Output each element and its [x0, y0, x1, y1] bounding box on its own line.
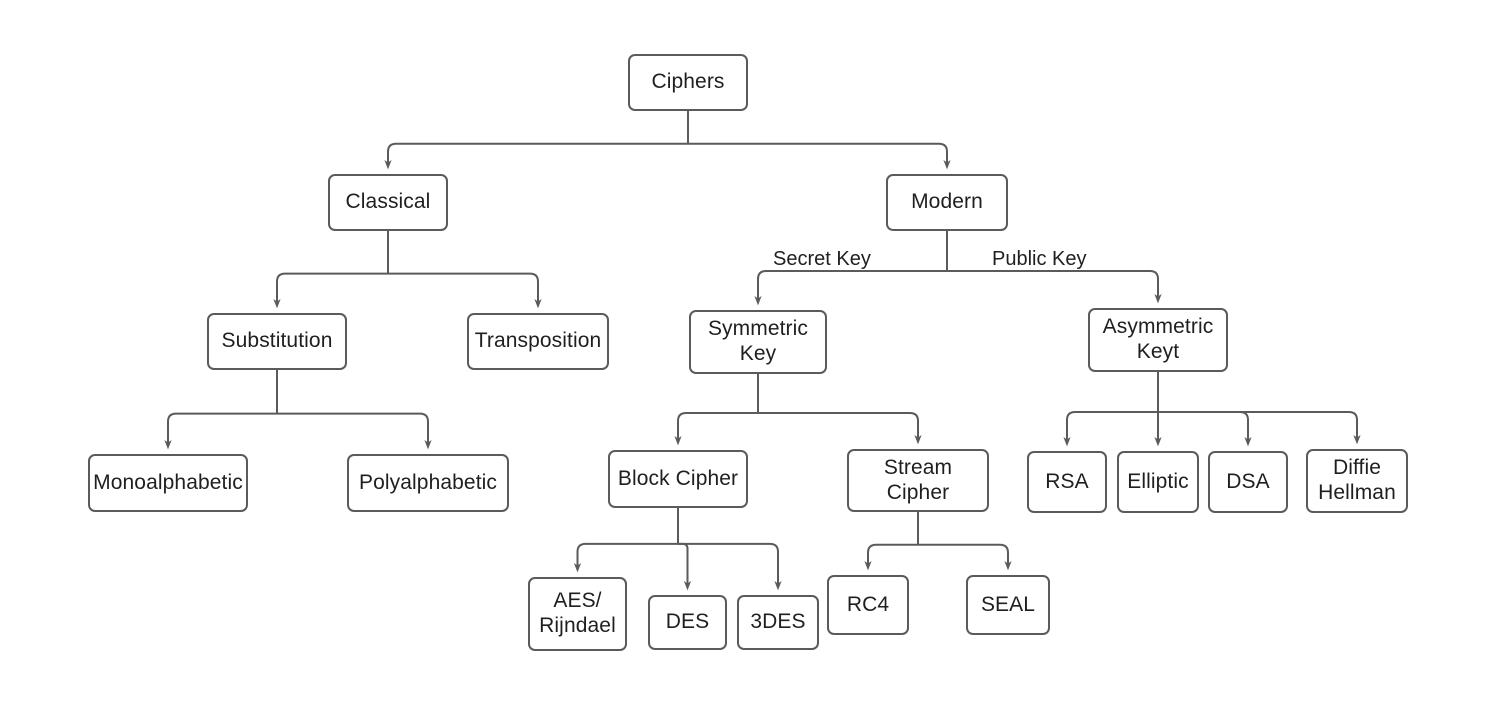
- edge-modern-to-symmetric-key: [754, 270, 947, 306]
- node-seal[interactable]: SEAL: [966, 575, 1050, 635]
- node-label: SEAL: [980, 592, 1036, 616]
- node-label: Substitution: [221, 329, 333, 353]
- node-label: Symmetric Key: [707, 317, 809, 365]
- node-label: Ciphers: [651, 70, 725, 94]
- edge-symmetric-key-to-stream-cipher: [758, 412, 922, 445]
- node-modern[interactable]: Modern: [886, 174, 1008, 231]
- edge-substitution-to-monoalphabetic: [164, 412, 277, 450]
- node-label: 3DES: [750, 610, 806, 634]
- node-aes-rijndael[interactable]: AES/ Rijndael: [528, 577, 627, 651]
- node-asymmetric-key[interactable]: Asymmetric Keyt: [1088, 308, 1228, 372]
- node-diffie-hellman[interactable]: Diffie Hellman: [1306, 449, 1408, 513]
- node-transposition[interactable]: Transposition: [467, 313, 609, 370]
- node-label: DES: [665, 610, 710, 634]
- node-substitution[interactable]: Substitution: [207, 313, 347, 370]
- node-3des[interactable]: 3DES: [737, 595, 819, 650]
- edge-substitution-to-polyalphabetic: [277, 412, 432, 450]
- edge-asymmetric-key-to-diffie-hellman: [1158, 411, 1361, 445]
- node-label: Transposition: [474, 329, 602, 353]
- node-label: Elliptic: [1127, 469, 1189, 493]
- node-elliptic[interactable]: Elliptic: [1117, 451, 1199, 513]
- edge-ciphers-to-classical: [384, 142, 688, 170]
- edge-classical-to-transposition: [388, 272, 542, 309]
- node-label: Modern: [911, 190, 983, 214]
- edge-block-cipher-to-des: [678, 542, 692, 591]
- secret-key-label: Secret Key: [773, 248, 871, 270]
- edge-asymmetric-key-to-rsa: [1063, 411, 1158, 447]
- node-label: Classical: [345, 190, 431, 214]
- edge-block-cipher-to-aes-rijndael: [573, 542, 678, 573]
- node-label: Polyalphabetic: [359, 470, 497, 494]
- edge-classical-to-substitution: [273, 272, 388, 309]
- node-label: Stream Cipher: [883, 455, 953, 504]
- node-dsa[interactable]: DSA: [1208, 451, 1288, 513]
- node-label: Diffie Hellman: [1318, 456, 1396, 504]
- edge-symmetric-key-to-block-cipher: [674, 412, 758, 446]
- node-label: DSA: [1226, 469, 1270, 493]
- edge-asymmetric-key-to-dsa: [1158, 411, 1252, 447]
- node-des[interactable]: DES: [648, 595, 727, 650]
- node-label: RC4: [846, 592, 890, 616]
- edge-block-cipher-to-3des: [678, 542, 782, 591]
- edge-ciphers-to-modern: [688, 142, 951, 170]
- edge-stream-cipher-to-seal: [918, 543, 1012, 571]
- node-label: RSA: [1045, 469, 1089, 493]
- node-polyalphabetic[interactable]: Polyalphabetic: [347, 454, 509, 512]
- node-stream-cipher[interactable]: Stream Cipher: [847, 449, 989, 512]
- node-classical[interactable]: Classical: [328, 174, 448, 231]
- node-block-cipher[interactable]: Block Cipher: [608, 450, 748, 508]
- edge-modern-to-asymmetric-key: [947, 270, 1162, 304]
- node-label: Block Cipher: [617, 466, 739, 490]
- node-rsa[interactable]: RSA: [1027, 451, 1107, 513]
- node-rc4[interactable]: RC4: [827, 575, 909, 635]
- node-symmetric-key[interactable]: Symmetric Key: [689, 310, 827, 374]
- node-monoalphabetic[interactable]: Monoalphabetic: [88, 454, 248, 512]
- node-ciphers[interactable]: Ciphers: [628, 54, 748, 111]
- edge-stream-cipher-to-rc4: [864, 543, 918, 571]
- node-label: AES/ Rijndael: [539, 589, 616, 637]
- public-key-label: Public Key: [992, 248, 1087, 270]
- node-label: Asymmetric Keyt: [1102, 315, 1214, 363]
- node-label: Monoalphabetic: [93, 470, 243, 494]
